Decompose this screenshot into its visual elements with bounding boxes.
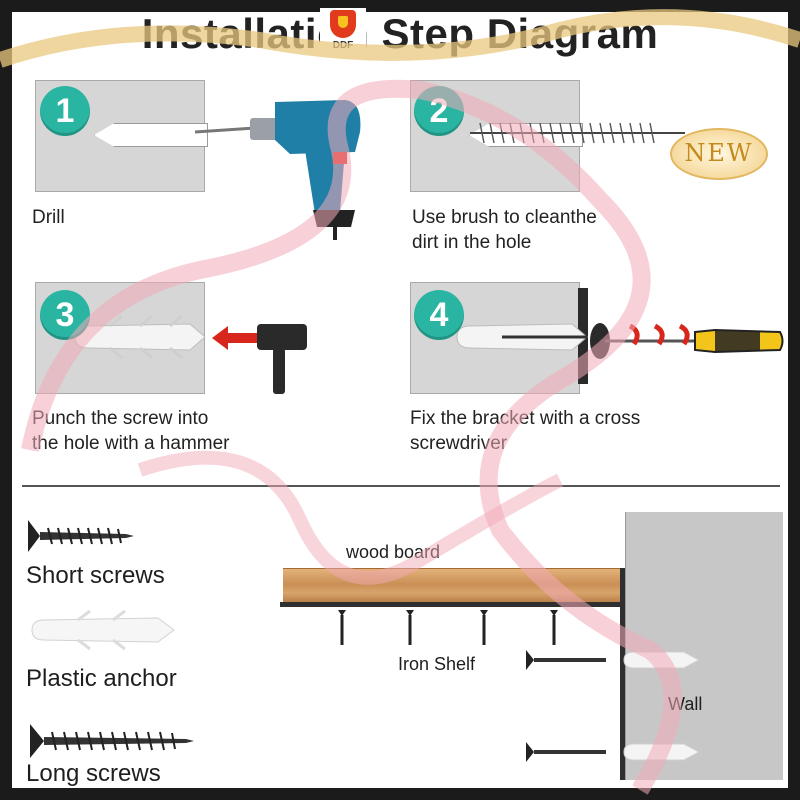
plastic-anchor-part-icon xyxy=(31,609,175,651)
iron-shelf-horizontal xyxy=(280,602,625,607)
screwdriver-icon xyxy=(590,323,784,359)
iron-shelf-label: Iron Shelf xyxy=(398,654,476,674)
plastic-anchor-label: Plastic anchor xyxy=(26,665,177,692)
step-4-caption-line: screwdriver xyxy=(410,433,508,454)
step-1-caption: Drill xyxy=(32,205,65,230)
wall-label: Wall xyxy=(668,694,703,714)
step-3-caption-line: Punch the screw into xyxy=(32,408,209,429)
ddf-logo: DDF xyxy=(320,8,366,62)
long-screws-label: Long screws xyxy=(26,760,161,787)
step-1-caption-line: Drill xyxy=(32,207,65,228)
shelf-screws-icon xyxy=(338,610,558,645)
step-2-caption-line: Use brush to cleanthe xyxy=(412,207,597,228)
diagram-title: Installation Step Diagram xyxy=(141,10,659,57)
plastic-anchor-icon xyxy=(74,314,206,360)
hammer-icon xyxy=(257,324,307,394)
step-1-badge: 1 xyxy=(40,86,90,136)
wood-board xyxy=(283,568,625,603)
new-badge: NEW xyxy=(670,128,768,180)
electric-drill-icon xyxy=(195,100,361,240)
short-screw-icon xyxy=(28,520,134,552)
wood-board-label: wood board xyxy=(346,542,441,562)
shield-icon xyxy=(330,10,356,38)
red-arrow-icon xyxy=(212,326,258,350)
short-screws-label: Short screws xyxy=(26,562,165,589)
hole-brush-icon xyxy=(470,122,685,144)
step-3-caption-line: the hole with a hammer xyxy=(32,433,230,454)
drill-hole xyxy=(94,123,208,147)
anchor-with-screw-icon xyxy=(456,323,588,351)
step-4-caption-line: Fix the bracket with a cross xyxy=(410,408,641,429)
step-2-caption-line: dirt in the hole xyxy=(412,232,532,253)
step-4-caption: Fix the bracket with a cross screwdriver xyxy=(410,406,640,456)
wall-screw-upper-icon xyxy=(526,650,701,670)
step-2-caption: Use brush to cleanthe dirt in the hole xyxy=(412,205,597,255)
logo-text: DDF xyxy=(332,40,354,51)
step-3-caption: Punch the screw into the hole with a ham… xyxy=(32,406,230,456)
long-screw-icon xyxy=(30,724,194,758)
step-3-badge: 3 xyxy=(40,290,90,340)
step-4-badge: 4 xyxy=(414,290,464,340)
step-2-badge: 2 xyxy=(414,86,464,136)
wall-screw-lower-icon xyxy=(526,742,701,762)
section-divider xyxy=(22,485,780,487)
